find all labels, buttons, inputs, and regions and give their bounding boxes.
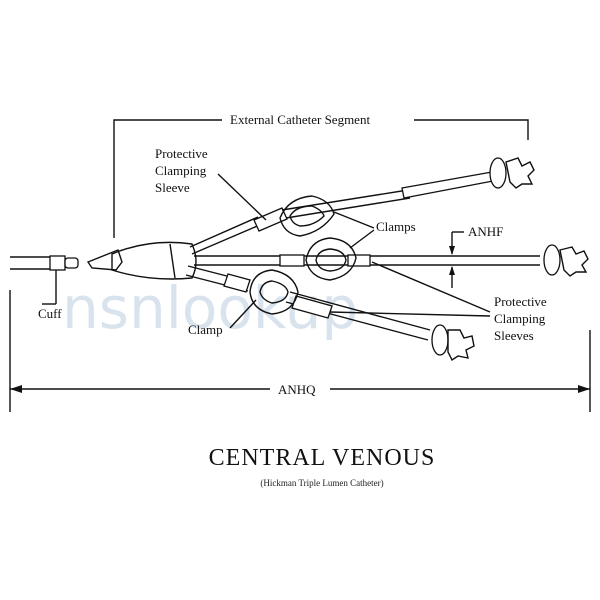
clamp-label: Clamp <box>188 322 223 337</box>
sleeves-leader-2 <box>329 311 491 317</box>
clamps-leader-1 <box>333 211 375 229</box>
catheter-hub <box>86 241 197 280</box>
catheter-tip <box>10 255 79 271</box>
diagram-title: CENTRAL VENOUS <box>209 445 436 471</box>
sleeves-leader-1 <box>371 261 491 313</box>
sleeve-leader <box>217 173 267 221</box>
clamp-leader <box>229 299 257 329</box>
clamp-lower <box>249 269 299 315</box>
lower-lumen <box>185 265 475 362</box>
clamp-upper <box>279 195 335 237</box>
diagram-subtitle: (Hickman Triple Lumen Catheter) <box>260 478 383 488</box>
svg-text:Protective: Protective <box>155 146 208 161</box>
upper-lumen <box>189 157 535 255</box>
svg-text:Sleeves: Sleeves <box>494 328 534 343</box>
anhf-label: ANHF <box>468 224 503 239</box>
svg-text:Clamping: Clamping <box>494 311 546 326</box>
svg-text:Clamping: Clamping <box>155 163 207 178</box>
anhq-dimension <box>9 290 591 412</box>
anhq-label: ANHQ <box>278 382 316 397</box>
cuff-label: Cuff <box>38 306 62 321</box>
protective-sleeve-label: Protective Clamping Sleeve <box>155 146 208 195</box>
clamps-leader-2 <box>349 229 375 249</box>
svg-text:Sleeve: Sleeve <box>155 180 190 195</box>
protective-sleeves-label: Protective Clamping Sleeves <box>494 294 547 343</box>
svg-text:Protective: Protective <box>494 294 547 309</box>
anhf-dimension <box>449 231 464 288</box>
middle-lumen <box>194 244 589 277</box>
external-segment-bracket <box>113 119 529 238</box>
external-segment-label: External Catheter Segment <box>230 112 370 127</box>
clamp-middle <box>305 237 357 281</box>
clamps-label: Clamps <box>376 219 416 234</box>
